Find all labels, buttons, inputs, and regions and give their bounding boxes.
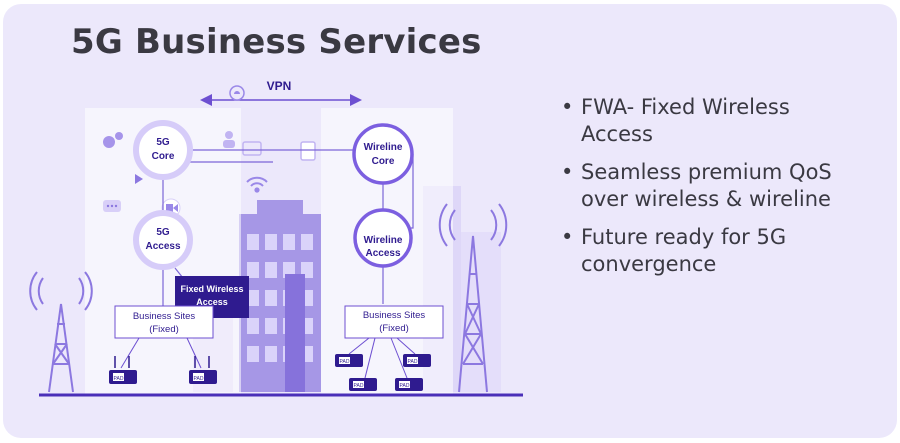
connections: [162, 149, 414, 308]
people-icon: [223, 131, 235, 148]
feature-item: • FWA- Fixed Wireless Access: [559, 94, 859, 148]
sites-right-line1: Business Sites: [363, 310, 426, 321]
feature-list: • FWA- Fixed Wireless Access • Seamless pr…: [559, 94, 859, 289]
router-device-right-1-icon: PAD: [335, 354, 363, 367]
device-label: PAD: [408, 359, 418, 365]
business-sites-left: Business Sites (Fixed): [114, 305, 214, 339]
router-device-right-2-icon: PAD: [403, 354, 431, 367]
cell-tower-left-icon: [29, 271, 93, 393]
gear-icon: [103, 132, 123, 148]
feature-item: • Seamless premium QoS over wireless & wi…: [559, 159, 859, 213]
bullet-dot: •: [561, 95, 574, 119]
device-label: PAD: [400, 383, 410, 389]
sites-left-line2: (Fixed): [149, 324, 179, 335]
sites-right-line2: (Fixed): [379, 323, 409, 334]
5g-access-label-line1: 5G: [156, 227, 170, 238]
feature-item: • Future ready for 5G convergence: [559, 224, 859, 278]
chat-icon: [103, 200, 121, 212]
wireline-access-label-line1: Wireline: [364, 235, 403, 246]
server-icon: [300, 141, 316, 161]
fwa-label-line1: Fixed Wireless: [181, 284, 244, 294]
fwa-label-line2: Access: [196, 297, 228, 307]
wifi-icon: [246, 176, 268, 193]
router-device-right-3-icon: PAD: [349, 378, 377, 391]
wireline-core-label-line1: Wireline: [364, 142, 403, 153]
site-links: [120, 337, 416, 379]
vpn-label: VPN: [267, 79, 292, 93]
business-sites-right: Business Sites (Fixed): [344, 305, 444, 339]
wireline-core-node: Wireline Core: [352, 123, 414, 185]
feature-text: FWA- Fixed Wireless Access: [581, 95, 790, 146]
page-title: 5G Business Services: [71, 22, 482, 62]
wireline-access-label-line2: Access: [365, 248, 400, 259]
router-device-right-4-icon: PAD: [395, 378, 423, 391]
device-label: PAD: [194, 376, 204, 382]
bullet-dot: •: [561, 225, 574, 249]
5g-core-label-line1: 5G: [156, 137, 170, 148]
5g-access-label-line2: Access: [145, 241, 180, 252]
feature-text: Future ready for 5G convergence: [581, 225, 787, 276]
5g-access-node: 5G Access: [133, 210, 193, 270]
cloud-lock-icon: [229, 85, 245, 101]
router-device-left-1-icon: PAD: [109, 356, 137, 384]
5g-core-node: 5G Core: [133, 120, 193, 180]
wireline-access-node: Wireline Access: [353, 208, 413, 268]
router-device-left-2-icon: PAD: [189, 356, 217, 384]
play-icon: [135, 174, 143, 184]
device-label: PAD: [340, 359, 350, 365]
sites-left-line1: Business Sites: [133, 311, 196, 322]
device-label: PAD: [114, 376, 124, 382]
device-label: PAD: [354, 383, 364, 389]
slide-card: 5G Business Services: [3, 4, 897, 438]
bullet-dot: •: [561, 160, 574, 184]
feature-text: Seamless premium QoS over wireless & wir…: [581, 160, 832, 211]
network-diagram: VPN: [29, 79, 523, 397]
wireline-core-label-line2: Core: [372, 156, 395, 167]
monitor-icon: [242, 141, 262, 156]
cell-tower-right-icon: [438, 203, 508, 393]
5g-core-label-line2: Core: [152, 151, 175, 162]
